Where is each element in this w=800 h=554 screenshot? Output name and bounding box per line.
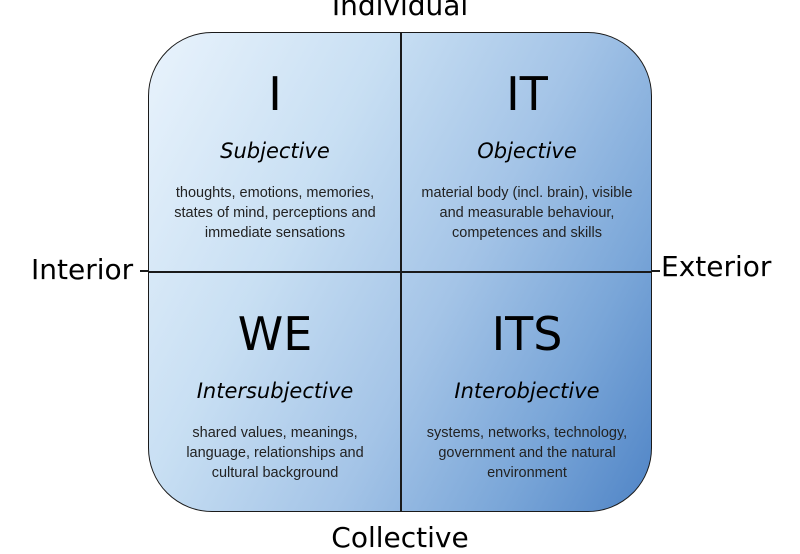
description-line: material body (incl. brain), visible — [421, 185, 633, 201]
quadrant-letter: WE — [237, 307, 313, 361]
quadrant-bottom-left: WE Intersubjective shared values, meanin… — [149, 273, 401, 511]
quadrant-title: Objective — [477, 139, 577, 163]
quadrant-description: systems, networks, technology, governmen… — [407, 423, 647, 483]
quadrant-letter: IT — [506, 67, 548, 121]
axis-label-exterior: Exterior — [661, 250, 772, 283]
quadrant-bottom-right: ITS Interobjective systems, networks, te… — [401, 273, 651, 511]
description-line: states of mind, perceptions and — [174, 205, 376, 221]
description-line: language, relationships and — [186, 445, 364, 461]
quadrant-title: Intersubjective — [196, 379, 354, 403]
quadrant-letter: I — [268, 67, 282, 121]
quadrant-description: thoughts, emotions, memories, states of … — [155, 183, 395, 243]
description-line: competences and skills — [452, 225, 602, 241]
description-line: immediate sensations — [204, 225, 346, 241]
axis-tick-left — [140, 270, 150, 272]
horizontal-divider — [149, 271, 651, 273]
description-line: systems, networks, technology, — [426, 425, 628, 441]
quadrant-diagram: I Subjective thoughts, emotions, memorie… — [148, 32, 652, 512]
description-line: government and the natural — [438, 445, 616, 461]
description-line: environment — [487, 465, 567, 481]
quadrant-description: material body (incl. brain), visible and… — [407, 183, 647, 243]
description-line: shared values, meanings, — [192, 425, 358, 441]
description-line: and measurable behaviour, — [439, 205, 615, 221]
axis-label-interior: Interior — [31, 253, 134, 286]
quadrant-letter: ITS — [491, 307, 563, 361]
axis-tick-right — [650, 270, 660, 272]
description-line: thoughts, emotions, memories, — [175, 185, 375, 201]
quadrant-description: shared values, meanings, language, relat… — [155, 423, 395, 483]
quadrant-top-right: IT Objective material body (incl. brain)… — [401, 33, 651, 273]
description-line: cultural background — [211, 465, 339, 481]
quadrant-top-left: I Subjective thoughts, emotions, memorie… — [149, 33, 401, 273]
quadrant-title: Subjective — [220, 139, 330, 163]
axis-label-individual: Individual — [331, 0, 469, 22]
quadrant-title: Interobjective — [454, 379, 600, 403]
axis-label-collective: Collective — [331, 521, 469, 554]
